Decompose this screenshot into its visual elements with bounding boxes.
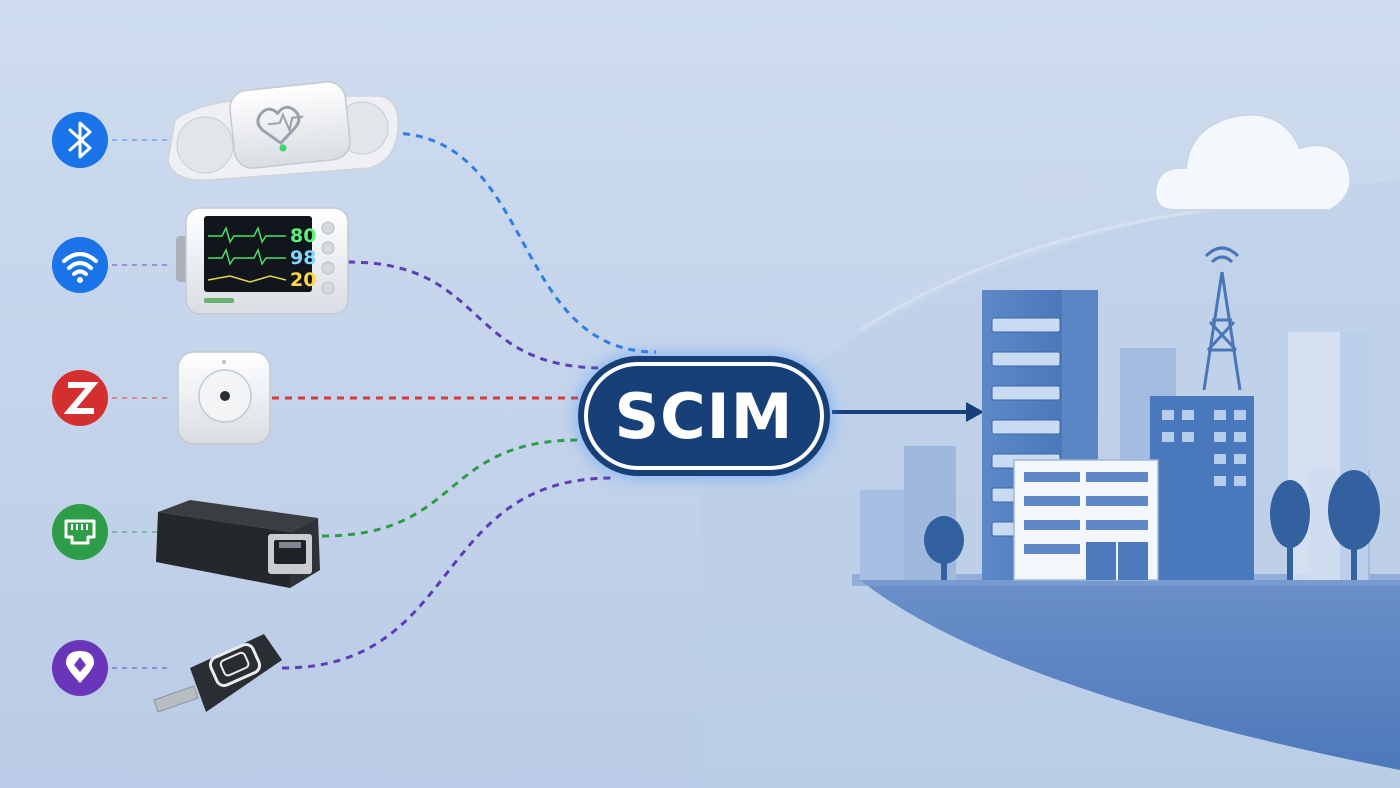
cloud-icon	[1021, 113, 1352, 211]
ecg-patch-device	[167, 81, 399, 181]
scim-hub	[578, 356, 830, 476]
tree-icons	[924, 470, 1380, 580]
connection-lines	[112, 131, 657, 670]
wall-sensor-device	[177, 351, 271, 445]
ethernet-connection-line	[321, 438, 581, 538]
ground-dome	[860, 580, 1400, 770]
zwave-icon	[52, 370, 108, 426]
ethernet-icon	[52, 504, 108, 560]
location-connection-line	[281, 476, 613, 670]
monitor-reading-3: 20	[290, 269, 316, 291]
ethernet-gateway-device	[156, 500, 320, 588]
protocol-icons	[52, 112, 108, 696]
bluetooth-icon	[52, 112, 108, 168]
bluetooth-connection-line	[389, 131, 657, 354]
usb-dongle-device	[153, 634, 282, 713]
location-pin-icon	[52, 640, 108, 696]
wifi-connection-line	[347, 260, 605, 370]
radio-tower-icon	[1202, 246, 1242, 391]
city-illustration	[852, 113, 1400, 770]
patient-monitor-device: 80 98 20	[176, 207, 349, 315]
wifi-icon	[52, 237, 108, 293]
monitor-reading-1: 80	[290, 225, 316, 247]
output-arrow-head	[966, 402, 984, 422]
monitor-reading-2: 98	[290, 247, 316, 269]
